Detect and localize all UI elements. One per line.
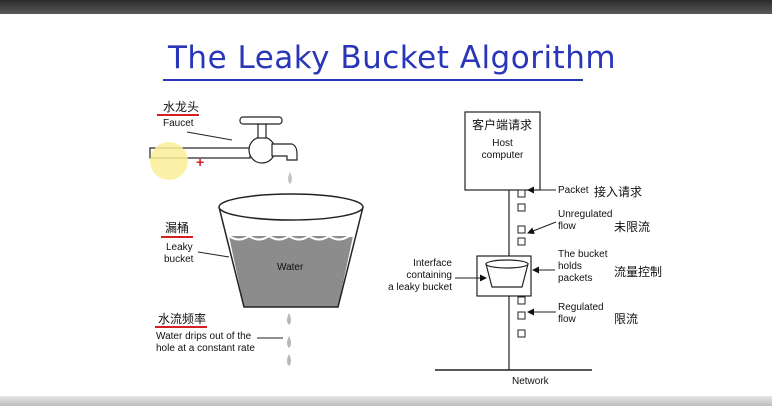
drip-rate-label-line1: Water drips out of the — [156, 331, 252, 342]
regulated-flow-label-line2: flow — [558, 314, 576, 325]
faucet-illustration — [149, 116, 298, 184]
bucket-illustration — [218, 193, 364, 366]
packet-label-zh: 接入请求 — [594, 185, 643, 199]
host-computer-box — [464, 111, 541, 191]
drip-rate-label-line2: hole at a constant rate — [156, 343, 255, 354]
unregulated-flow-label-zh: 未限流 — [614, 220, 651, 234]
bucket-label-underline — [161, 236, 193, 238]
drip-rate-label-zh: 水流频率 — [158, 312, 207, 326]
interface-label-line3: a leaky bucket — [388, 282, 452, 293]
water-label: Water — [277, 262, 304, 273]
bucket-holds-label-line1: The bucket — [558, 249, 608, 260]
interface-label-line1: Interface — [413, 258, 452, 269]
mouse-pointer-highlight — [150, 142, 188, 180]
host-label-line2: computer — [481, 150, 524, 161]
unregulated-flow-label-line1: Unregulated — [558, 209, 613, 220]
window-top-bar — [0, 0, 772, 14]
interface-label-line2: containing — [406, 270, 452, 281]
faucet-label-zh: 水龙头 — [163, 100, 200, 114]
title-underline — [163, 79, 583, 81]
regulated-flow-label-line1: Regulated — [558, 302, 604, 313]
bucket-label-zh: 漏桶 — [165, 221, 190, 235]
packet-label: Packet — [558, 185, 589, 196]
network-label: Network — [512, 376, 549, 387]
host-label-line1: Host — [492, 138, 513, 149]
host-label-zh: 客户端请求 — [472, 118, 533, 132]
bucket-label-line2: bucket — [164, 254, 194, 265]
drip-rate-label-underline — [155, 326, 207, 328]
slide-title: The Leaky Bucket Algorithm — [168, 40, 617, 76]
faucet-label: Faucet — [163, 118, 194, 129]
window-bottom-bar — [0, 396, 772, 406]
unregulated-flow-label-line2: flow — [558, 221, 576, 232]
cursor-plus-icon: + — [196, 154, 205, 170]
packets — [517, 189, 526, 338]
bucket-label-line1: Leaky — [166, 242, 193, 253]
faucet-label-underline — [157, 114, 199, 116]
bucket-holds-label-line3: packets — [558, 273, 593, 284]
bucket-holds-label-line2: holds — [558, 261, 582, 272]
regulated-flow-label-zh: 限流 — [614, 312, 639, 326]
bucket-holds-label-zh: 流量控制 — [614, 265, 663, 279]
